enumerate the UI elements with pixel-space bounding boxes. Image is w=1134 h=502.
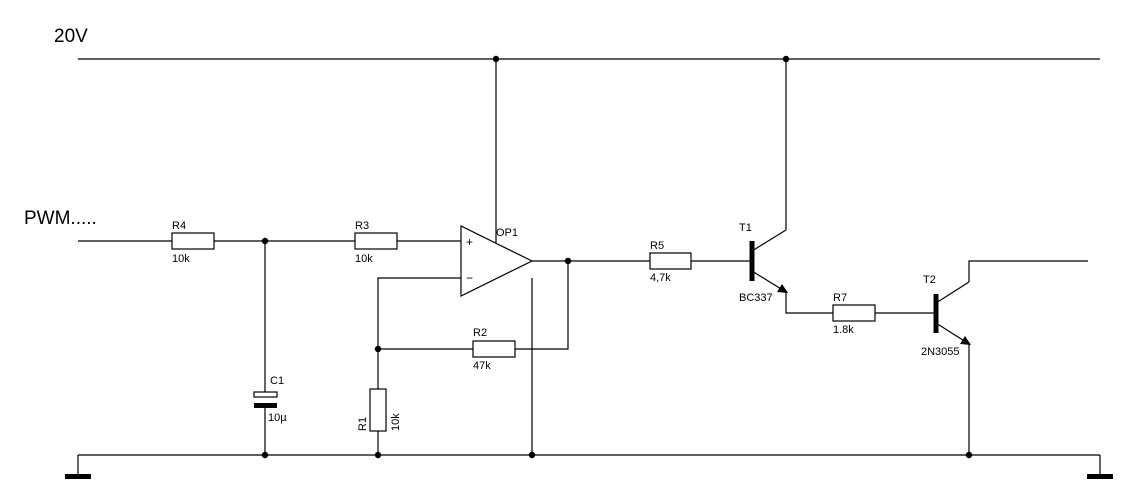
junction-dot: [965, 451, 973, 459]
opamp-plus-sign: +: [466, 235, 473, 249]
capacitor-c1-positive-plate: [253, 391, 278, 398]
capacitor-c1-ref: C1: [270, 375, 284, 387]
resistor-r3-ref: R3: [355, 220, 369, 232]
t2-collector-wire: [968, 260, 1088, 282]
junction-dot: [564, 257, 572, 265]
resistor-r3-body: [354, 232, 398, 250]
resistor-r5-ref: R5: [650, 240, 664, 252]
resistor-r7-ref: R7: [833, 292, 847, 304]
transistor-t1: T1 BC337: [739, 222, 788, 304]
resistor-r4-body: [171, 232, 215, 250]
transistor-t2-collector: [935, 281, 970, 304]
supply-rail-label: 20V: [54, 26, 88, 47]
resistor-r5-value: 4,7k: [650, 272, 671, 284]
opamp-op1-ref: OP1: [496, 227, 518, 239]
resistor-r1-value: 10k: [390, 413, 402, 431]
transistor-t2-type: 2N3055: [921, 346, 960, 358]
resistor-r2: R2 47k: [472, 327, 516, 372]
transistor-t1-collector: [751, 229, 787, 252]
resistor-r2-value: 47k: [473, 360, 491, 372]
resistor-r7-body: [832, 304, 876, 322]
transistor-t1-ref: T1: [739, 222, 752, 234]
capacitor-c1: C1 10µ: [253, 375, 287, 424]
transistor-t2-emitter-arrow: [960, 336, 971, 345]
opamp-minus-sign: −: [466, 271, 473, 285]
resistor-r5: R5 4,7k: [649, 240, 692, 284]
resistor-r7-value: 1.8k: [833, 324, 854, 336]
t1-emitter-wire: [785, 292, 833, 314]
resistor-r3: R3 10k: [354, 220, 398, 265]
resistor-r2-body: [472, 340, 516, 358]
opamp-op1-triangle: [460, 225, 534, 297]
transistor-t1-emitter-arrow: [777, 284, 788, 293]
resistor-r1-ref: R1: [357, 417, 369, 431]
resistor-r1-body: [369, 388, 387, 432]
junction-dot: [528, 451, 536, 459]
ground-symbol-right: [1087, 474, 1113, 479]
resistor-r2-ref: R2: [473, 327, 487, 339]
pwm-input-label: PWM.....: [24, 208, 97, 229]
resistor-r4-ref: R4: [172, 220, 186, 232]
resistor-r4: R4 10k: [171, 220, 215, 265]
resistor-r5-body: [649, 252, 692, 270]
transistor-t1-type: BC337: [739, 292, 773, 304]
transistor-t2-ref: T2: [923, 274, 936, 286]
resistor-r3-value: 10k: [355, 253, 373, 265]
transistor-t2: T2 2N3055: [921, 274, 971, 358]
ground-symbol-left: [65, 474, 91, 479]
capacitor-c1-value: 10µ: [268, 412, 287, 424]
wire: [515, 261, 569, 350]
resistor-r7: R7 1.8k: [832, 292, 876, 336]
resistor-r1: R1 10k: [357, 388, 402, 432]
capacitor-c1-negative-plate: [254, 403, 277, 408]
opamp-op1: + − OP1: [460, 225, 534, 297]
junction-dot: [374, 451, 382, 459]
resistor-r4-value: 10k: [172, 253, 190, 265]
junction-dot: [261, 451, 269, 459]
